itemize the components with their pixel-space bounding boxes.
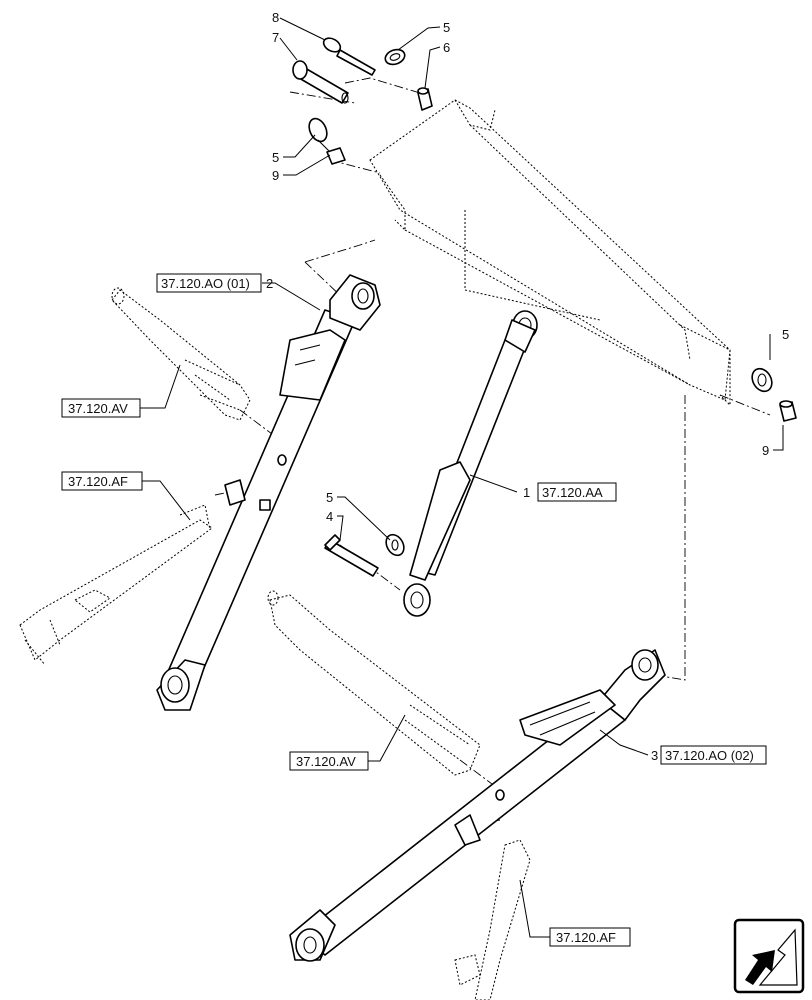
callout-8: 8	[272, 10, 279, 25]
top-link-1	[403, 310, 538, 617]
callout-1: 1	[523, 485, 530, 500]
ghost-lift-rod-center	[267, 590, 481, 776]
callout-7: 7	[272, 30, 279, 45]
pin-8	[322, 37, 376, 76]
callout-numbers: 8 7 5 6 5 9 2 1 5 4 3 5 9	[266, 10, 789, 763]
ref-box-ao01[interactable]: 37.120.AO (01)	[156, 273, 262, 293]
callout-6: 6	[443, 40, 450, 55]
callout-5-top: 5	[443, 20, 450, 35]
callout-9-right: 9	[762, 443, 769, 458]
leader-lines	[140, 17, 784, 938]
reference-boxes: 37.120.AO (01) 37.120.AV 37.120.AF 37.12…	[61, 273, 767, 947]
ref-box-af-bottom[interactable]: 37.120.AF	[549, 927, 631, 947]
ref-box-ao02[interactable]: 37.120.AO (02)	[660, 745, 767, 765]
lower-link-3	[289, 649, 666, 962]
callout-5-right: 5	[782, 327, 789, 342]
ref-av-left-label: 37.120.AV	[68, 401, 128, 416]
ref-box-aa[interactable]: 37.120.AA	[537, 482, 617, 502]
callout-5-mid: 5	[272, 150, 279, 165]
clip-5-link	[385, 533, 405, 557]
callout-2: 2	[266, 276, 273, 291]
ghost-lift-rod-left	[111, 287, 251, 421]
ref-ao01-label: 37.120.AO (01)	[161, 276, 250, 291]
ref-box-av-center[interactable]: 37.120.AV	[289, 751, 369, 771]
lower-link-2	[156, 274, 381, 711]
ref-af-left-label: 37.120.AF	[68, 474, 128, 489]
bushing-9-right	[779, 400, 797, 422]
callout-9-top: 9	[272, 168, 279, 183]
pin-7	[292, 60, 349, 104]
callout-5-link: 5	[326, 490, 333, 505]
clip-5-right	[751, 367, 773, 393]
callout-4: 4	[326, 509, 333, 524]
pin-9-top	[326, 147, 346, 165]
ref-av-center-label: 37.120.AV	[296, 754, 356, 769]
ref-box-av-left[interactable]: 37.120.AV	[61, 398, 141, 418]
bushing-6	[417, 87, 433, 111]
ghost-stabilizer-bottom	[454, 839, 531, 1000]
pin-4	[324, 534, 379, 577]
ref-ao02-label: 37.120.AO (02)	[665, 748, 754, 763]
hitch-frame-ghost	[369, 99, 731, 407]
ref-box-af-left[interactable]: 37.120.AF	[61, 471, 143, 491]
arrow-navigation-icon[interactable]	[733, 918, 805, 994]
ref-aa-label: 37.120.AA	[542, 485, 603, 500]
ref-af-bottom-label: 37.120.AF	[556, 930, 616, 945]
callout-3: 3	[651, 748, 658, 763]
ghost-stabilizer-left	[19, 504, 213, 666]
clip-5-top	[384, 48, 406, 66]
clip-5-mid	[308, 117, 331, 153]
